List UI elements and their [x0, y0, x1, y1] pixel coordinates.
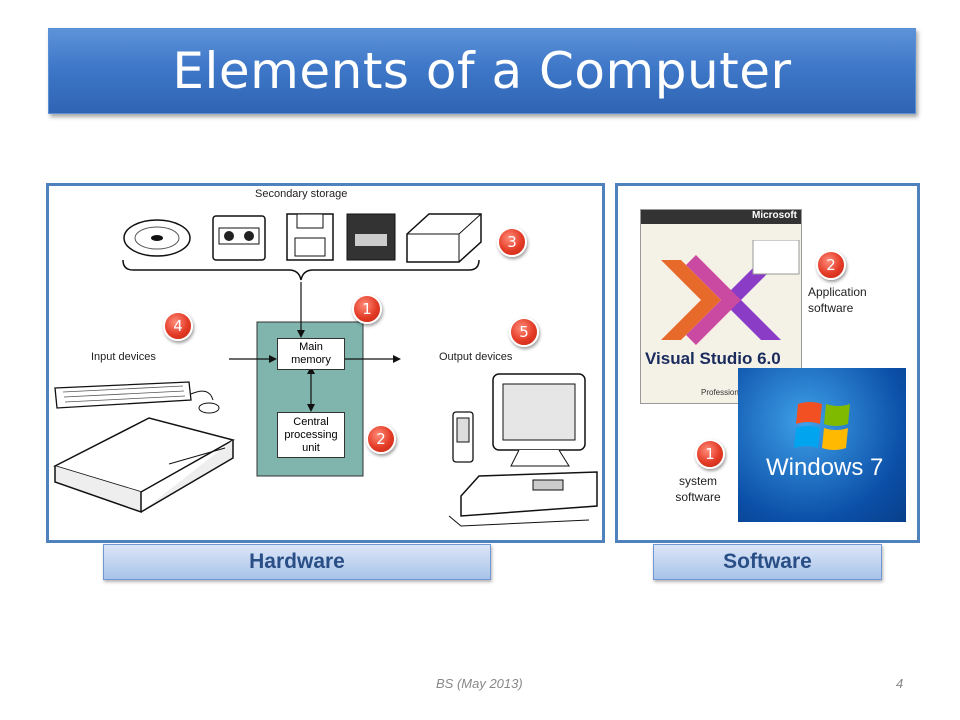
vs-product-label: Visual Studio 6.0	[645, 349, 781, 368]
windows7-label: Windows 7	[766, 454, 884, 481]
slide-title: Elements of a Computer	[172, 42, 792, 100]
vs-brand-label: Microsoft	[752, 210, 797, 221]
cd-disc-icon	[123, 219, 191, 257]
system-caption-line1: system	[678, 474, 717, 488]
vs-logo-icon	[661, 240, 800, 345]
application-software-caption: Application software	[808, 284, 867, 316]
zip-disk-icon	[346, 213, 396, 261]
badge-system-software: 1	[695, 439, 725, 469]
secondary-storage-label: Secondary storage	[255, 188, 348, 200]
system-software-caption: system software	[670, 473, 726, 505]
cpu-box: Central processing unit	[277, 412, 345, 458]
scanner-icon	[53, 417, 235, 514]
keyboard-icon	[54, 381, 220, 414]
storage-brace	[122, 259, 480, 281]
visual-studio-box-image: Microsoft Visual Studio 6.0 Professional…	[640, 209, 802, 404]
footer-source: BS (May 2013)	[436, 676, 523, 691]
badge-secondary-storage: 3	[497, 227, 527, 257]
badge-main-memory: 1	[352, 294, 382, 324]
cassette-tape-icon	[212, 215, 266, 261]
monitor-icon	[492, 373, 586, 467]
windows-flag-icon	[794, 402, 850, 450]
system-caption-line2: software	[675, 490, 721, 504]
badge-output-devices: 5	[509, 317, 539, 347]
title-banner: Elements of a Computer	[48, 28, 916, 114]
software-panel: Microsoft Visual Studio 6.0 Professional…	[615, 183, 920, 543]
main-memory-box: Main memory	[277, 338, 345, 370]
windows7-box-image: Windows 7	[738, 368, 906, 522]
vs-edition-label: Professional Edition	[701, 388, 772, 397]
printer-icon	[448, 471, 598, 527]
floppy-disk-icon	[286, 213, 334, 261]
output-devices-label: Output devices	[439, 351, 513, 363]
badge-cpu: 2	[366, 424, 396, 454]
pda-icon	[452, 411, 474, 463]
input-devices-label: Input devices	[91, 351, 156, 363]
hardware-label: Hardware	[103, 544, 491, 580]
badge-input-devices: 4	[163, 311, 193, 341]
application-caption-line1: Application	[808, 285, 867, 299]
page-number: 4	[896, 676, 904, 691]
hardware-panel: Secondary storage Input devices Output d…	[46, 183, 605, 543]
application-caption-line2: software	[808, 301, 854, 315]
badge-application-software: 2	[816, 250, 846, 280]
software-label: Software	[653, 544, 882, 580]
external-drive-icon	[406, 213, 482, 263]
